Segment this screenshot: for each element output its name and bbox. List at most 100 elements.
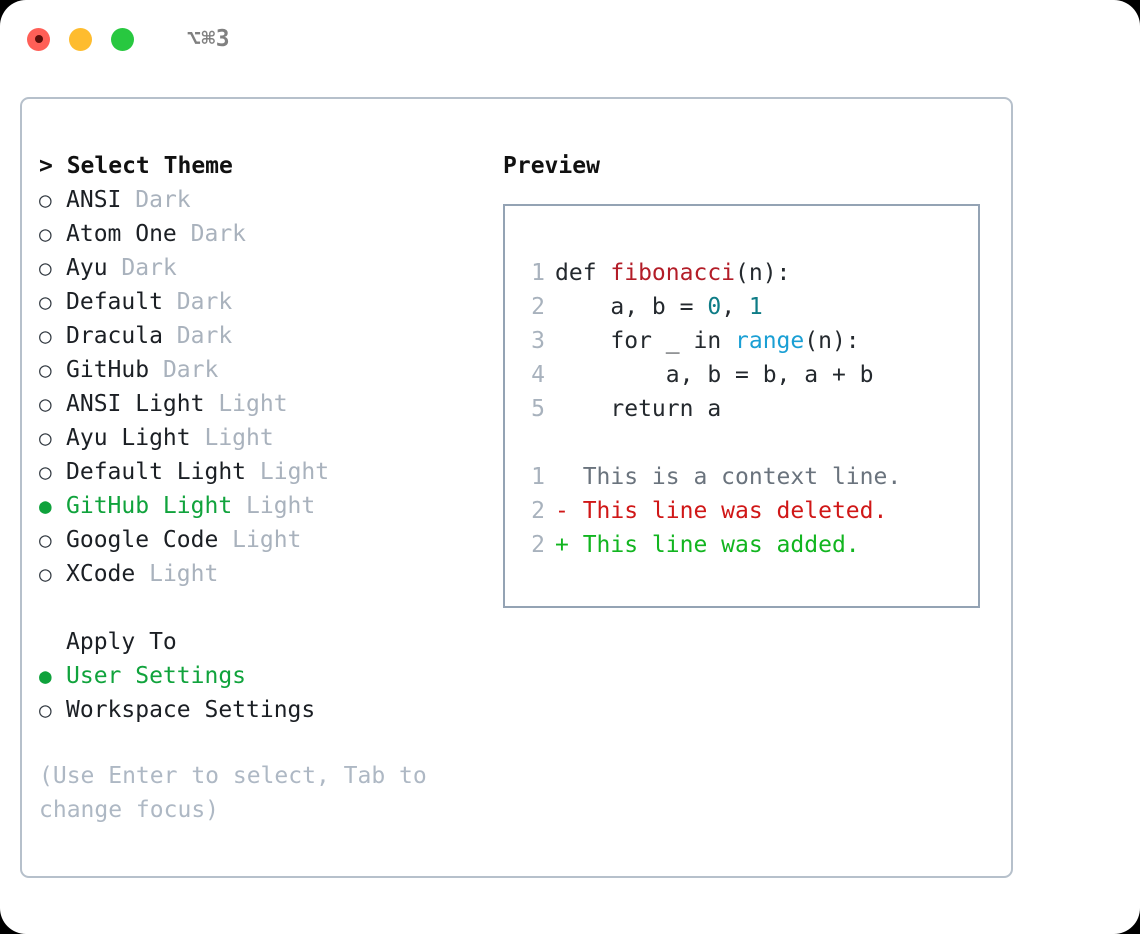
theme-option-ansi-light[interactable]: ○ ANSI Light Light	[39, 387, 494, 421]
theme-option-label: GitHub	[66, 357, 163, 383]
theme-option-label: Dracula	[66, 323, 177, 349]
code-token: 0	[707, 294, 722, 320]
theme-option-dracula[interactable]: ○ Dracula Dark	[39, 319, 494, 353]
maximize-button[interactable]	[111, 27, 134, 51]
theme-option-github-light[interactable]: ●GitHub Light Light	[39, 489, 494, 523]
code-token: def	[555, 260, 611, 286]
radio-unselected-icon: ○	[39, 188, 52, 212]
radio-unselected-icon: ○	[39, 392, 52, 416]
code-token: a, b =	[555, 294, 708, 320]
theme-option-kind: Light	[149, 561, 219, 587]
select-theme-heading: > Select Theme	[39, 153, 233, 179]
radio-unselected-icon: ○	[39, 324, 52, 348]
preview-spacer	[521, 426, 901, 460]
code-line-text: a, b = 0, 1	[545, 290, 763, 324]
apply-to-option-user-settings[interactable]: ● User Settings	[39, 659, 494, 693]
apply-to-list: ● User Settings ○ Workspace Settings	[39, 659, 494, 727]
diff-line-text: This is a context line.	[555, 464, 902, 490]
apply-to-heading: Apply To	[66, 629, 177, 655]
theme-option-kind: Dark	[176, 289, 233, 315]
keyboard-shortcut-label: ⌥⌘3	[187, 26, 231, 52]
code-line-text: for _ in range(n):	[545, 324, 860, 358]
radio-unselected-icon: ○	[39, 562, 52, 586]
theme-option-kind: Light	[259, 459, 330, 485]
line-number: 2	[531, 498, 545, 524]
code-token: 1	[748, 294, 763, 320]
keyboard-hint-text: (Use Enter to select, Tab to change focu…	[39, 763, 441, 823]
diff-line: 2+ This line was added.	[521, 528, 901, 562]
line-number: 5	[531, 396, 545, 422]
line-number: 2	[531, 294, 545, 320]
theme-option-kind: Dark	[135, 187, 191, 213]
line-number: 1	[531, 464, 545, 490]
theme-option-kind: Light	[204, 425, 274, 451]
code-line-text: def fibonacci(n):	[545, 256, 790, 290]
radio-unselected-icon: ○	[39, 358, 52, 382]
diff-line: 1 This is a context line.	[521, 460, 901, 494]
radio-unselected-icon: ○	[39, 460, 52, 484]
radio-unselected-icon: ○	[39, 256, 52, 280]
code-line-text: a, b = b, a + b	[545, 358, 874, 392]
code-token: (n):	[735, 260, 791, 286]
apply-to-option-workspace-settings[interactable]: ○ Workspace Settings	[39, 693, 494, 727]
code-token: fibonacci	[610, 260, 736, 286]
theme-option-xcode[interactable]: ○XCode Light	[39, 557, 494, 591]
radio-selected-icon: ●	[39, 664, 52, 688]
diff-line-text: + This line was added.	[555, 532, 860, 558]
main-panel: > Select Theme ○ANSI Dark○Atom One Dark○…	[20, 97, 1013, 878]
theme-option-kind: Light	[218, 391, 288, 417]
theme-option-kind: Dark	[176, 323, 233, 349]
theme-option-ayu[interactable]: ○ Ayu Dark	[39, 251, 494, 285]
code-token: (n):	[804, 328, 860, 354]
code-token: for _ in	[555, 328, 736, 354]
apply-to-option-label: Workspace Settings	[66, 697, 316, 723]
theme-option-label: Default Light	[66, 459, 260, 485]
theme-option-atom-one[interactable]: ○Atom One Dark	[39, 217, 494, 251]
code-token: ,	[721, 294, 749, 320]
theme-option-default[interactable]: ○ Default Dark	[39, 285, 494, 319]
code-line: 5 return a	[521, 392, 901, 426]
theme-option-default-light[interactable]: ○ Default Light Light	[39, 455, 494, 489]
apply-to-option-label: User Settings	[66, 663, 247, 689]
theme-option-google-code[interactable]: ○ Google Code Light	[39, 523, 494, 557]
theme-option-label: GitHub Light	[66, 493, 247, 519]
theme-option-kind: Light	[246, 493, 316, 519]
close-button[interactable]	[27, 27, 50, 51]
line-number: 4	[531, 362, 545, 388]
theme-option-label: ANSI Light	[66, 391, 219, 417]
code-line: 3 for _ in range(n):	[521, 324, 901, 358]
code-token: a, b = b, a + b	[555, 362, 874, 388]
code-line-text: return a	[545, 392, 721, 426]
window-controls	[27, 27, 134, 51]
theme-option-github[interactable]: ○GitHub Dark	[39, 353, 494, 387]
theme-option-label: Default	[66, 289, 177, 315]
theme-option-label: Google Code	[66, 527, 233, 553]
diff-line-text: - This line was deleted.	[555, 498, 888, 524]
theme-option-kind: Dark	[190, 221, 247, 247]
radio-unselected-icon: ○	[39, 698, 52, 722]
code-token: range	[735, 328, 805, 354]
theme-option-label: Ayu	[66, 255, 122, 281]
theme-option-kind: Light	[232, 527, 302, 553]
theme-selection-column: > Select Theme ○ANSI Dark○Atom One Dark○…	[39, 149, 494, 727]
theme-list: ○ANSI Dark○Atom One Dark○Ayu Dark○Defaul…	[39, 183, 494, 591]
line-number: 3	[531, 328, 545, 354]
theme-option-kind: Dark	[121, 255, 177, 281]
radio-unselected-icon: ○	[39, 290, 52, 314]
theme-option-ayu-light[interactable]: ○ Ayu Light Light	[39, 421, 494, 455]
line-number: 1	[531, 260, 545, 286]
theme-option-ansi[interactable]: ○ANSI Dark	[39, 183, 494, 217]
radio-unselected-icon: ○	[39, 426, 52, 450]
code-line: 2 a, b = 0, 1	[521, 290, 901, 324]
code-line: 4 a, b = b, a + b	[521, 358, 901, 392]
preview-heading: Preview	[503, 153, 600, 179]
minimize-button[interactable]	[69, 27, 92, 51]
radio-unselected-icon: ○	[39, 222, 52, 246]
theme-option-label: Ayu Light	[66, 425, 205, 451]
radio-unselected-icon: ○	[39, 528, 52, 552]
